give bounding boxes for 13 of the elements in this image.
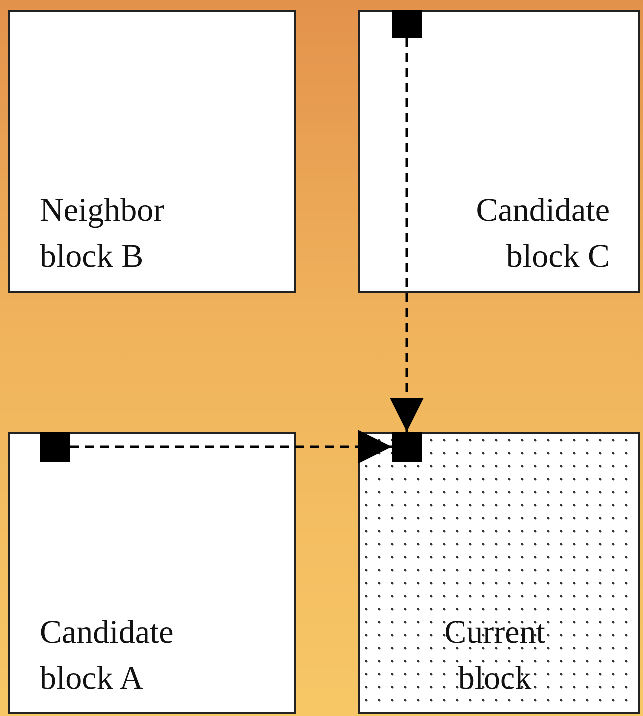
block-label: Candidate block A	[40, 614, 175, 699]
block-label: Current block	[444, 614, 546, 699]
pixel-marker	[392, 10, 422, 38]
pixel-marker	[40, 432, 70, 462]
arrow	[70, 430, 392, 464]
block-label: Candidate block C	[475, 192, 610, 277]
block-label: Neighbor block B	[40, 192, 166, 277]
block-panel	[8, 10, 296, 293]
pixel-marker	[392, 432, 422, 462]
block-panel	[358, 432, 640, 714]
arrow	[390, 38, 424, 432]
block-panel	[358, 10, 640, 293]
block-panel	[8, 432, 296, 714]
